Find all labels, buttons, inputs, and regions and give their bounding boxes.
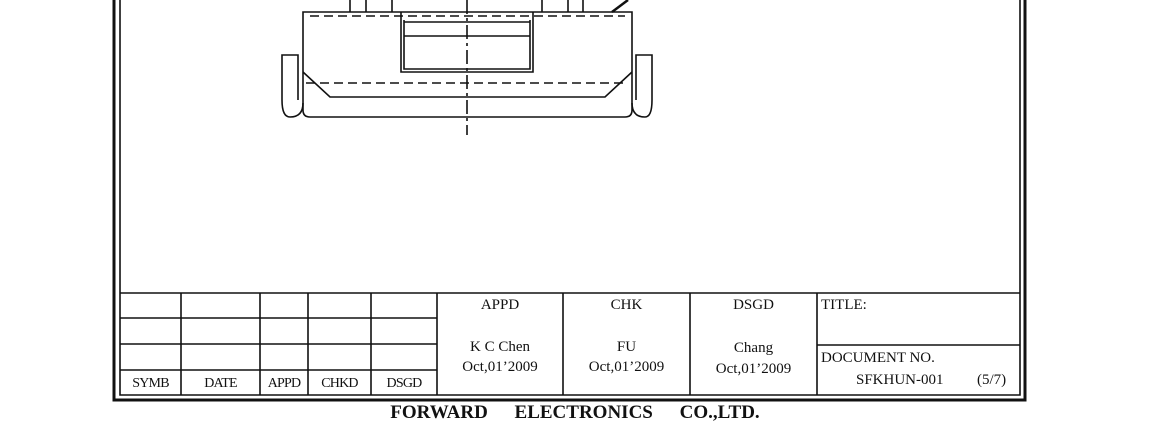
appd-name: K C Chen [470,339,530,355]
appd-date: Oct,01’2009 [462,359,538,375]
header-appd: APPD [267,376,301,391]
dsgd-name: Chang [733,340,774,356]
title-label: TITLE: [821,297,867,313]
header-date: DATE [204,376,237,391]
chk-label: CHK [610,297,643,313]
header-dsgd: DSGD [386,376,423,391]
chk-name: FU [616,339,637,355]
chk-date: Oct,01’2009 [588,359,665,375]
dsgd-date: Oct,01’2009 [715,361,792,377]
document-no-label: DOCUMENT NO. [821,350,935,366]
company-name: FORWARD ELECTRONICS CO.,LTD. [390,402,760,423]
border [112,0,1027,402]
document-number: SFKHUN-001 [856,372,944,388]
title-block-grid [120,292,1020,395]
header-chkd: CHKD [321,376,358,391]
dsgd-label: DSGD [733,297,774,313]
sheet-number: (5/7) [977,372,1007,388]
connector-drawing [281,0,653,135]
appd-label: APPD [480,297,520,313]
header-symb: SYMB [132,376,169,391]
